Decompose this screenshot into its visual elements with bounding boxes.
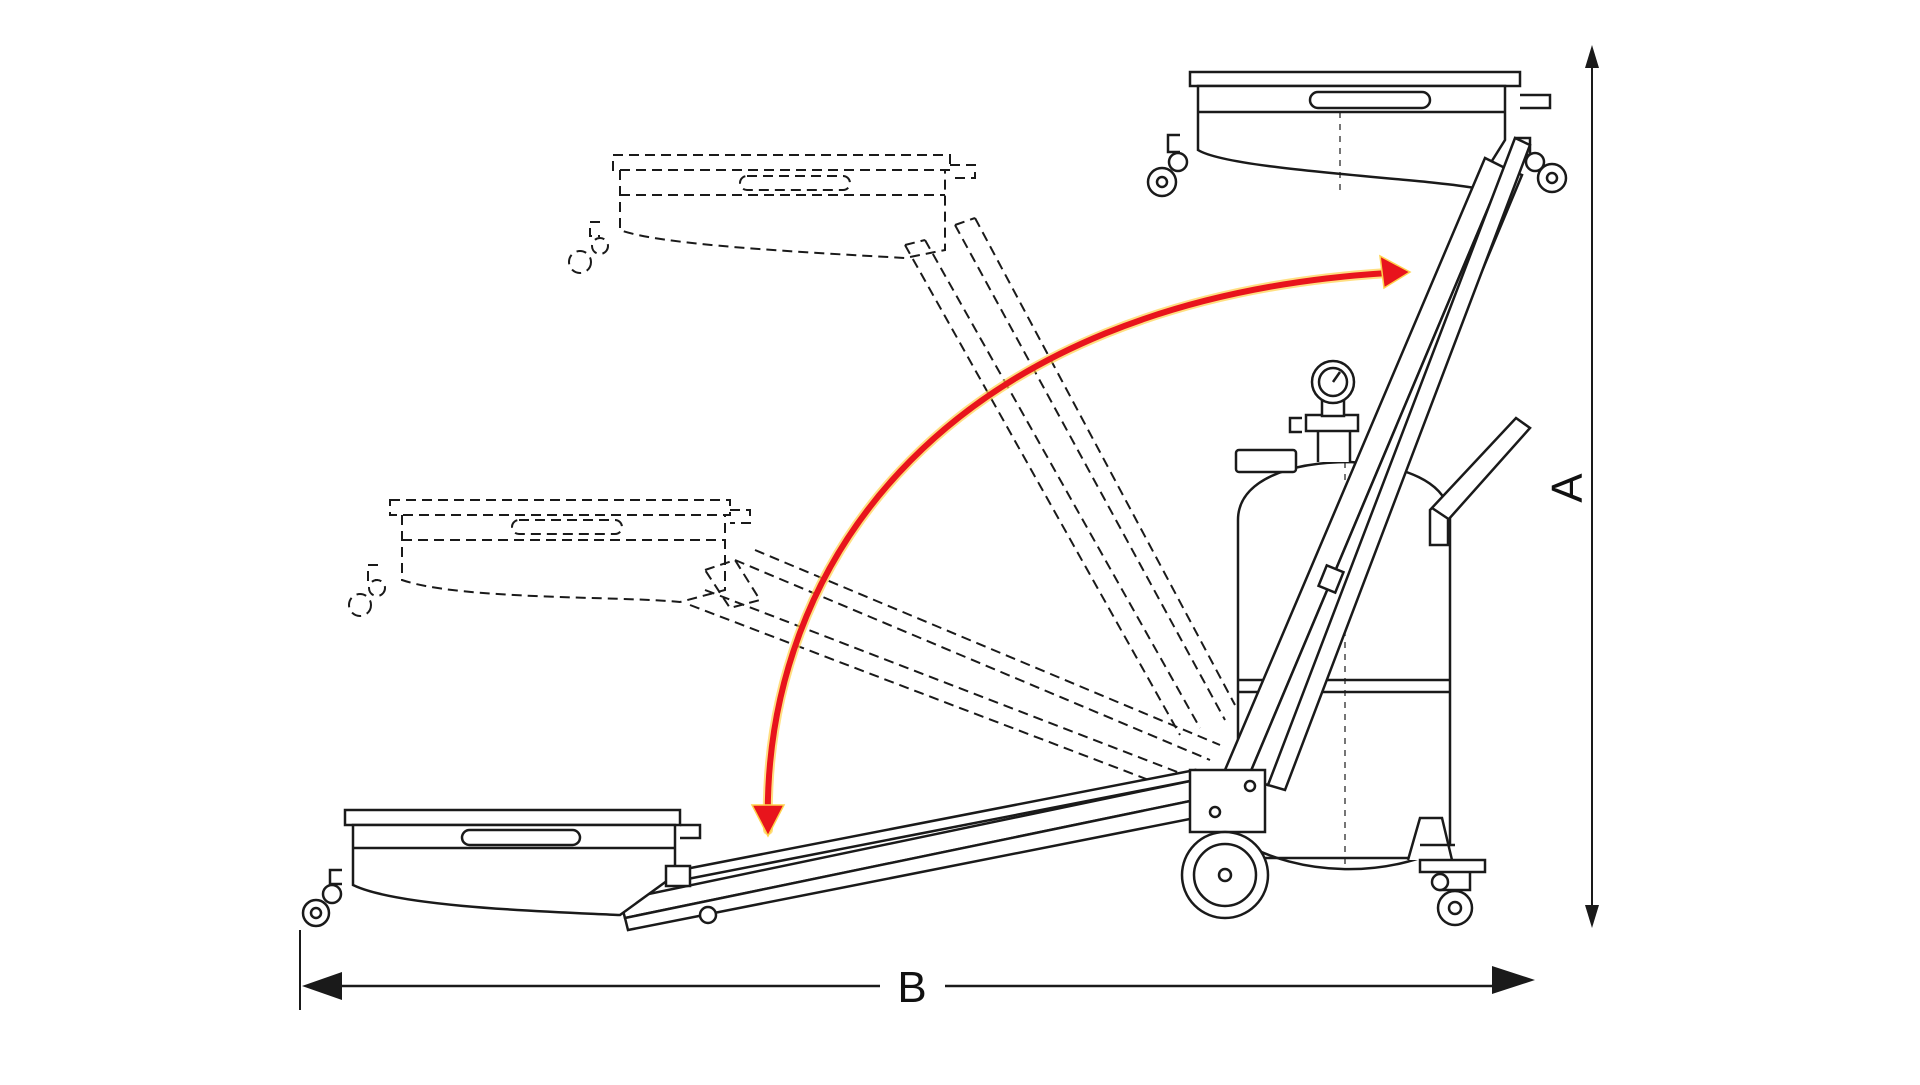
pivot-arrow-icon — [750, 254, 1412, 838]
dimension-a: A — [1543, 45, 1599, 928]
lowered-arm — [618, 768, 1267, 932]
arrowhead-left-icon — [302, 972, 342, 1000]
raised-arm — [1223, 136, 1532, 792]
arrowhead-down-icon — [1585, 905, 1599, 928]
arrowhead-right-icon — [1492, 966, 1535, 994]
dimension-b: B — [299, 930, 1535, 1012]
arrowhead-up-icon — [1585, 45, 1599, 68]
main-wheel — [1180, 830, 1270, 920]
ghost-position-high — [568, 154, 1236, 736]
raised-basin — [1146, 70, 1568, 198]
ghost-position-mid — [348, 499, 1221, 791]
dimension-b-label: B — [897, 963, 926, 1012]
lowered-basin — [301, 808, 718, 928]
dimension-a-label: A — [1543, 473, 1592, 503]
